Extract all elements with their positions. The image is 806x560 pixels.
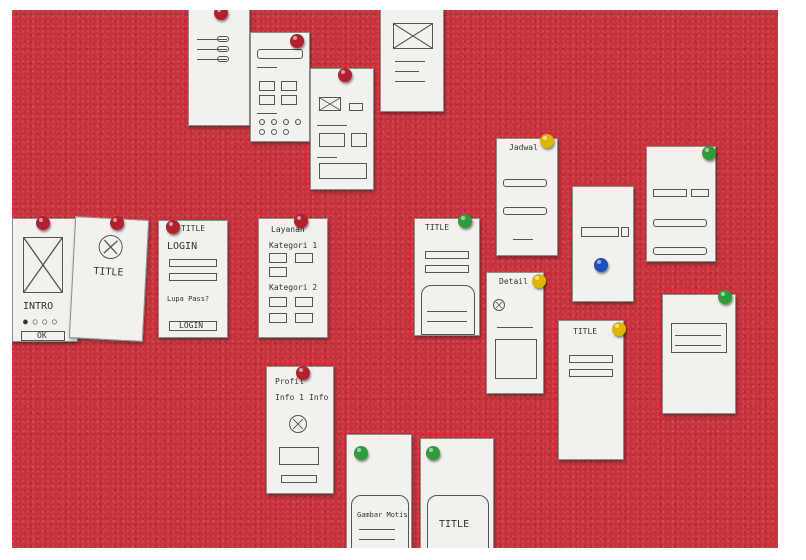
pushpin-green [718,290,732,304]
pushpin-green [426,446,440,460]
wireframe-card-home [250,32,310,142]
forgot-password-link[interactable]: Lupa Pass? [167,295,210,303]
profile-tab-2[interactable]: Info 2 [309,393,333,402]
wireframe-card-services: Layanan Kategori 1 Kategori 2 [258,218,328,338]
pushpin-red [166,220,180,234]
wireframe-card-splash: TITLE [68,216,150,342]
pushpin-red [36,216,50,230]
pushpin-yellow [612,322,626,336]
schedule-header: Jadwal [509,143,538,152]
pushpin-red [214,10,228,20]
wireframe-card-dashboard: TITLE [414,218,480,336]
pushpin-red [294,214,308,228]
pushpin-red [290,34,304,48]
login-heading: LOGIN [167,241,198,252]
wireframe-card-schedule: Jadwal [496,138,558,256]
services-header: Layanan [271,225,305,234]
splash-title: TITLE [93,266,124,279]
image-label: Gambar Motis [357,511,408,519]
pushpin-green [702,146,716,160]
intro-label: INTRO [23,301,54,312]
wireframe-card-login: TITLE LOGIN Lupa Pass? LOGIN [158,220,228,338]
pushpin-blue [594,258,608,272]
services-section-2: Kategori 2 [269,283,318,292]
pushpin-green [458,214,472,228]
login-header: TITLE [181,224,206,233]
wireframe-card-settings [188,10,250,126]
pushpin-green [354,446,368,460]
detail-header: Detail [499,277,528,286]
pushpin-yellow [532,274,546,288]
wireframe-card-intro: INTRO ● ○ ○ ○ OK [12,218,78,342]
wireframe-card-detail: Detail [486,272,544,394]
wireframe-card-form-right [646,146,716,262]
wireframe-card-list-right [662,294,736,414]
profile-header: Profil [275,377,304,386]
dashboard-header: TITLE [425,223,450,232]
services-section-1: Kategori 1 [269,241,318,250]
wireframe-card-status [572,186,634,302]
right-title-header: TITLE [573,327,598,336]
pushpin-red [296,366,310,380]
intro-ok-button[interactable]: OK [37,331,47,340]
pager-dots: ● ○ ○ ○ [23,317,57,326]
wireframe-card-article [380,10,444,112]
wireframe-card-category [310,68,374,190]
login-button[interactable]: LOGIN [179,321,204,330]
bottom-title: TITLE [439,519,470,530]
wireframe-card-image: Gambar Motis [346,434,412,548]
profile-tab-1[interactable]: Info 1 [275,393,304,402]
pushpin-red [110,216,124,230]
wireframe-card-profile: Profil Info 1 Info 2 [266,366,334,494]
wireframe-card-title-right: TITLE [558,320,624,460]
pushpin-yellow [540,134,554,148]
pushpin-red [338,68,352,82]
corkboard: INTRO ● ○ ○ ○ OK TITLE TITLE LOGIN Lupa … [12,10,778,548]
